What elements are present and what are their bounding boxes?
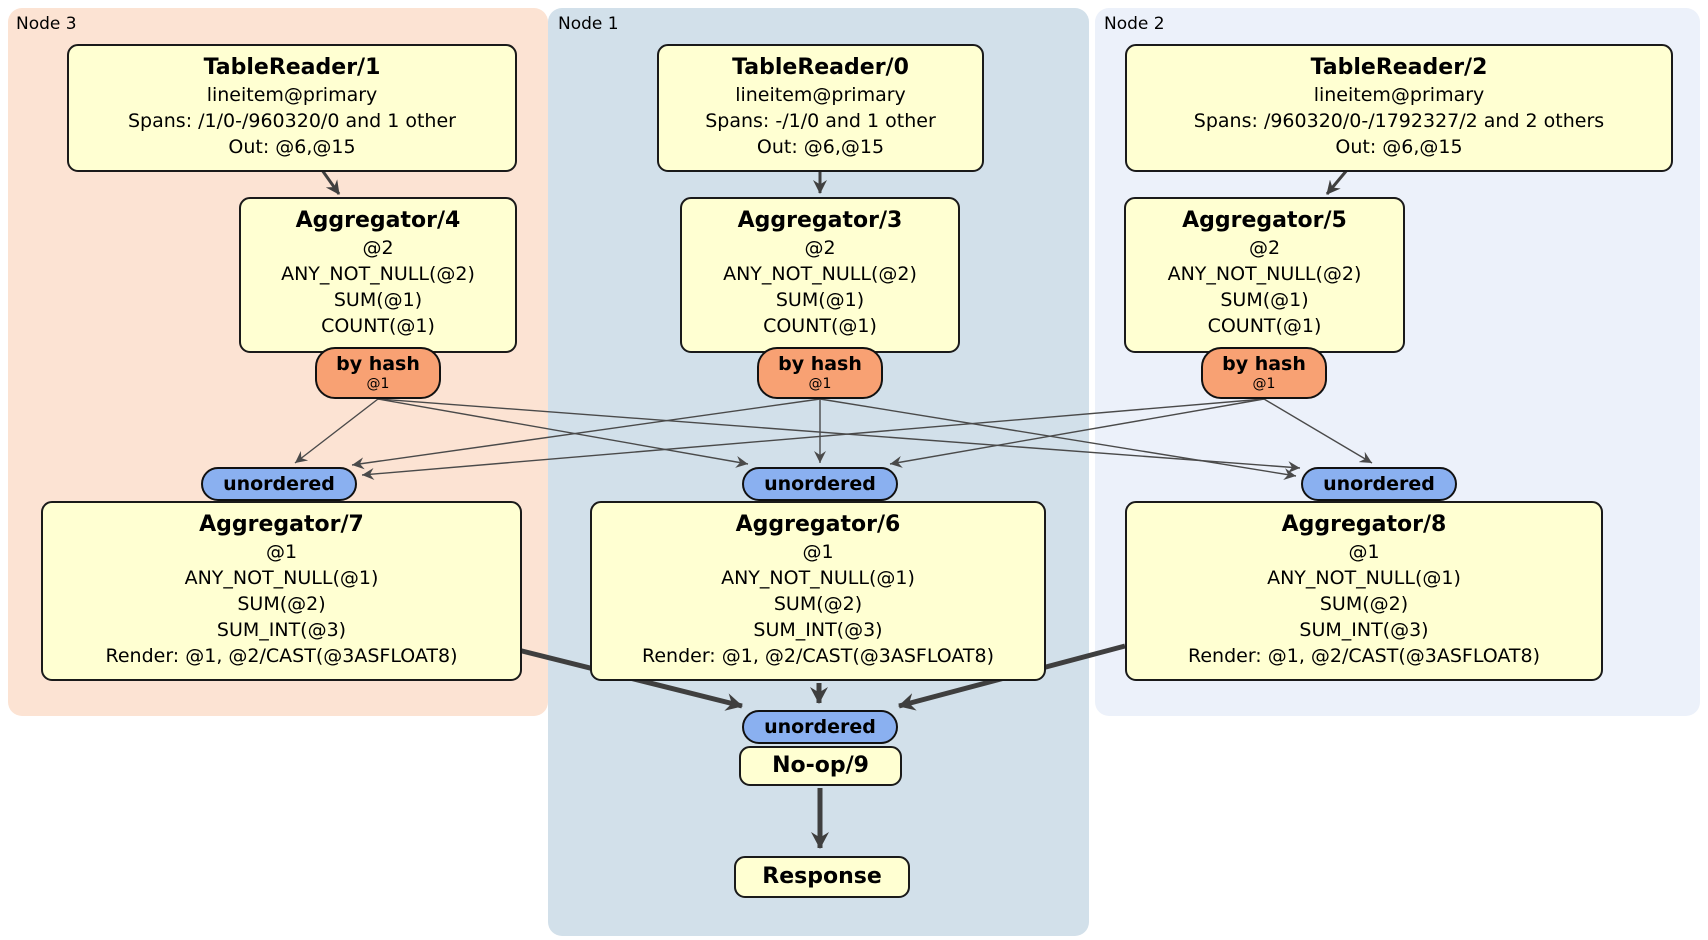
router-by-hash-5: by hash @1: [1201, 347, 1327, 399]
processor-aggregator-6: Aggregator/6 @1 ANY_NOT_NULL(@1) SUM(@2)…: [590, 501, 1046, 681]
processor-agg-fn: ANY_NOT_NULL(@2): [1167, 263, 1362, 285]
processor-agg-fn: SUM_INT(@3): [753, 619, 883, 641]
processor-out: Out: @6,@15: [228, 136, 356, 158]
processor-group-col: @2: [362, 237, 394, 259]
processor-noop-9: No-op/9: [739, 746, 902, 786]
processor-agg-fn: ANY_NOT_NULL(@2): [281, 263, 475, 285]
processor-group-col: @2: [1248, 237, 1281, 259]
processor-title: TableReader/0: [732, 55, 909, 80]
processor-agg-fn: SUM(@2): [237, 593, 326, 615]
processor-agg-fn: ANY_NOT_NULL(@2): [723, 263, 917, 285]
processor-agg-fn: COUNT(@1): [321, 315, 435, 337]
processor-tablereader-2: TableReader/2 lineitem@primary Spans: /9…: [1125, 44, 1673, 172]
processor-agg-fn: ANY_NOT_NULL(@1): [721, 567, 915, 589]
processor-agg-fn: SUM(@2): [773, 593, 863, 615]
processor-tablereader-1: TableReader/1 lineitem@primary Spans: /1…: [67, 44, 517, 172]
processor-render: Render: @1, @2/CAST(@3ASFLOAT8): [1188, 645, 1540, 667]
processor-title: Aggregator/7: [199, 512, 364, 537]
router-label: by hash: [336, 353, 420, 375]
processor-agg-fn: SUM(@1): [775, 289, 865, 311]
processor-agg-fn: ANY_NOT_NULL(@1): [184, 567, 379, 589]
processor-spans: Spans: -/1/0 and 1 other: [705, 110, 936, 132]
processor-agg-fn: COUNT(@1): [1207, 315, 1322, 337]
router-by-hash-4: by hash @1: [315, 347, 441, 399]
processor-title: Response: [762, 864, 882, 889]
processor-agg-fn: SUM_INT(@3): [216, 619, 347, 641]
processor-title: Aggregator/8: [1281, 512, 1447, 537]
node1-label: Node 1: [558, 14, 619, 34]
sync-unordered-8: unordered: [1301, 467, 1457, 501]
router-columns: @1: [808, 376, 832, 392]
processor-title: No-op/9: [772, 753, 869, 778]
sync-unordered-6: unordered: [742, 467, 898, 501]
processor-group-col: @1: [1348, 541, 1380, 563]
processor-title: Aggregator/3: [737, 208, 903, 233]
router-columns: @1: [366, 376, 390, 392]
processor-aggregator-7: Aggregator/7 @1 ANY_NOT_NULL(@1) SUM(@2)…: [41, 501, 522, 681]
processor-index: lineitem@primary: [735, 84, 906, 106]
processor-agg-fn: SUM(@1): [1220, 289, 1309, 311]
router-label: by hash: [1222, 353, 1306, 375]
processor-agg-fn: SUM(@1): [333, 289, 423, 311]
processor-title: Aggregator/6: [735, 512, 901, 537]
router-by-hash-3: by hash @1: [757, 347, 883, 399]
processor-title: Aggregator/5: [1182, 208, 1347, 233]
processor-aggregator-8: Aggregator/8 @1 ANY_NOT_NULL(@1) SUM(@2)…: [1125, 501, 1603, 681]
processor-agg-fn: SUM_INT(@3): [1299, 619, 1429, 641]
processor-group-col: @1: [265, 541, 298, 563]
processor-spans: Spans: /960320/0-/1792327/2 and 2 others: [1193, 110, 1605, 132]
router-columns: @1: [1252, 376, 1276, 392]
response-box: Response: [734, 856, 910, 898]
sync-unordered-final: unordered: [742, 710, 898, 744]
processor-out: Out: @6,@15: [1335, 136, 1463, 158]
processor-index: lineitem@primary: [206, 84, 378, 106]
sync-unordered-7: unordered: [201, 467, 357, 501]
processor-title: TableReader/2: [1310, 55, 1488, 80]
processor-aggregator-5: Aggregator/5 @2 ANY_NOT_NULL(@2) SUM(@1)…: [1124, 197, 1405, 353]
processor-spans: Spans: /1/0-/960320/0 and 1 other: [128, 110, 456, 132]
node3-label: Node 3: [16, 14, 77, 34]
node2-label: Node 2: [1104, 14, 1165, 34]
processor-index: lineitem@primary: [1313, 84, 1485, 106]
processor-agg-fn: COUNT(@1): [763, 315, 877, 337]
processor-group-col: @1: [802, 541, 834, 563]
processor-title: TableReader/1: [203, 55, 381, 80]
processor-tablereader-0: TableReader/0 lineitem@primary Spans: -/…: [657, 44, 984, 172]
processor-title: Aggregator/4: [295, 208, 461, 233]
processor-agg-fn: SUM(@2): [1319, 593, 1409, 615]
processor-out: Out: @6,@15: [756, 136, 885, 158]
processor-render: Render: @1, @2/CAST(@3ASFLOAT8): [642, 645, 994, 667]
router-label: by hash: [778, 353, 862, 375]
processor-aggregator-3: Aggregator/3 @2 ANY_NOT_NULL(@2) SUM(@1)…: [680, 197, 960, 353]
processor-agg-fn: ANY_NOT_NULL(@1): [1267, 567, 1461, 589]
processor-group-col: @2: [804, 237, 836, 259]
processor-aggregator-4: Aggregator/4 @2 ANY_NOT_NULL(@2) SUM(@1)…: [239, 197, 517, 353]
processor-render: Render: @1, @2/CAST(@3ASFLOAT8): [105, 645, 458, 667]
